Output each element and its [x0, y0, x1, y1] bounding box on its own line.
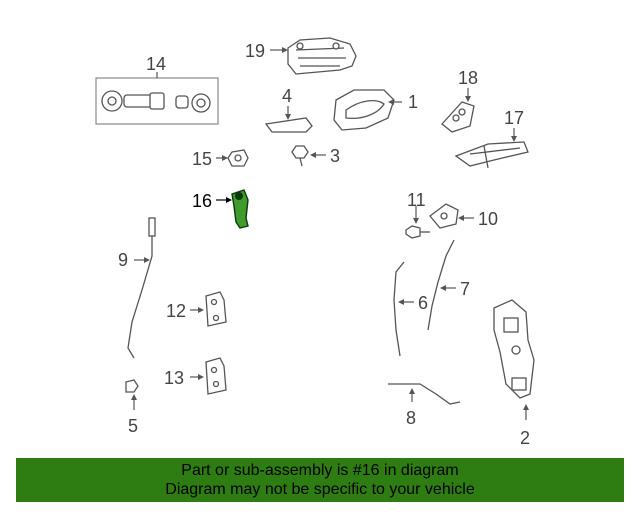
info-banner: Part or sub-assembly is #16 in diagram D… — [16, 458, 624, 502]
banner-line-1: Part or sub-assembly is #16 in diagram — [181, 462, 459, 479]
part-10: 10 — [429, 203, 498, 229]
part-16-highlighted[interactable]: 16 — [192, 189, 249, 229]
callout-8: 8 — [406, 408, 416, 428]
callout-2: 2 — [520, 428, 530, 448]
part-7: 7 — [427, 239, 470, 331]
part-1: 1 — [333, 89, 418, 131]
callout-16: 16 — [192, 191, 212, 211]
banner-line-2: Diagram may not be specific to your vehi… — [165, 481, 475, 498]
callout-12: 12 — [166, 301, 186, 321]
callout-19: 19 — [245, 41, 265, 61]
part-18: 18 — [441, 68, 478, 133]
part-2: 2 — [493, 299, 535, 448]
callout-7: 7 — [460, 279, 470, 299]
part-3: 3 — [291, 145, 340, 167]
part-5: 5 — [125, 379, 139, 436]
part-12: 12 — [166, 291, 227, 327]
callout-9: 9 — [118, 250, 128, 270]
part-6: 6 — [393, 261, 428, 357]
part-17: 17 — [454, 108, 529, 169]
callout-6: 6 — [418, 293, 428, 313]
part-13: 13 — [164, 357, 227, 395]
part-8: 8 — [388, 383, 461, 428]
part-4: 4 — [264, 86, 313, 133]
callout-10: 10 — [478, 209, 498, 229]
callout-14: 14 — [146, 54, 166, 74]
callout-13: 13 — [164, 368, 184, 388]
part-15: 15 — [192, 149, 249, 169]
part-11: 11 — [405, 190, 430, 239]
callout-1: 1 — [408, 92, 418, 112]
callout-3: 3 — [330, 146, 340, 166]
callout-5: 5 — [128, 416, 138, 436]
callout-17: 17 — [504, 108, 524, 128]
part-14: 14 — [95, 54, 219, 125]
callout-11: 11 — [407, 190, 426, 210]
callout-18: 18 — [458, 68, 478, 88]
callout-15: 15 — [192, 149, 212, 169]
part-9: 9 — [118, 217, 156, 359]
callout-4: 4 — [282, 86, 292, 106]
part-19: 19 — [245, 37, 357, 75]
